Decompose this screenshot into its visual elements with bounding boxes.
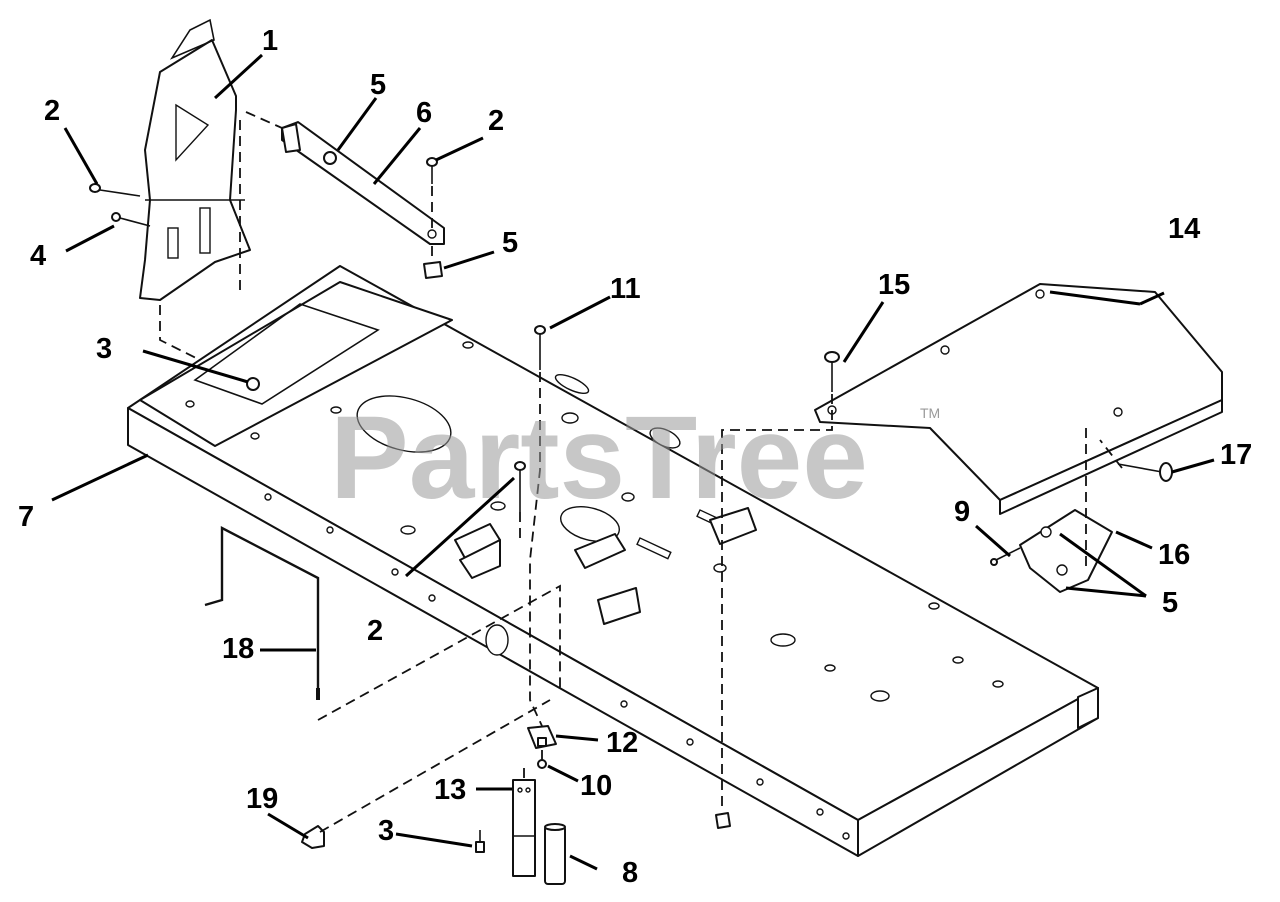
seat-bracket[interactable] xyxy=(139,18,251,301)
bolt-3-lower[interactable] xyxy=(475,830,485,853)
main-frame[interactable] xyxy=(127,265,1099,857)
callout-17: 17 xyxy=(1220,439,1252,471)
callout-9: 9 xyxy=(954,496,970,528)
callout-19: 19 xyxy=(246,783,278,815)
callout-2: 2 xyxy=(488,105,504,137)
bolt-17[interactable] xyxy=(1117,462,1173,482)
callout-5: 5 xyxy=(502,227,518,259)
callout-16: 16 xyxy=(1158,539,1190,571)
callout-10: 10 xyxy=(580,770,612,802)
leader-lines xyxy=(51,53,1215,871)
callout-8: 8 xyxy=(622,857,638,889)
hinge-bracket[interactable] xyxy=(1019,509,1113,593)
brace[interactable] xyxy=(281,121,445,245)
rod-18[interactable] xyxy=(204,526,320,700)
callout-5: 5 xyxy=(1162,587,1178,619)
callout-3: 3 xyxy=(378,815,394,847)
callout-labels: 1 2 2 2 3 3 4 5 5 5 6 7 8 9 10 11 12 13 … xyxy=(18,25,1252,889)
nut-5-lower[interactable] xyxy=(715,812,731,829)
callout-3: 3 xyxy=(96,333,112,365)
callout-6: 6 xyxy=(416,97,432,129)
watermark-trademark: TM xyxy=(920,405,940,421)
nut-10[interactable] xyxy=(537,759,547,769)
callout-1: 1 xyxy=(262,25,278,57)
spacer-13[interactable] xyxy=(512,779,536,877)
bolt-2-frame[interactable] xyxy=(514,461,526,512)
assembly-lines xyxy=(159,111,1123,833)
switch-12[interactable] xyxy=(527,725,557,749)
callout-2: 2 xyxy=(44,95,60,127)
brace-hardware[interactable] xyxy=(89,151,443,391)
callout-2: 2 xyxy=(367,615,383,647)
callout-4: 4 xyxy=(30,240,46,272)
watermark-brand: PartsTree xyxy=(330,392,868,524)
callout-15: 15 xyxy=(878,269,910,301)
discharge-shield[interactable] xyxy=(814,283,1223,515)
latch-19[interactable] xyxy=(301,825,325,849)
watermark: PartsTree TM xyxy=(330,392,940,524)
callout-18: 18 xyxy=(222,633,254,665)
callout-11: 11 xyxy=(610,273,641,305)
sleeve-8[interactable] xyxy=(544,823,566,885)
callout-12: 12 xyxy=(606,727,638,759)
bolt-11[interactable] xyxy=(534,325,546,370)
callout-7: 7 xyxy=(18,501,34,533)
callout-14: 14 xyxy=(1168,213,1200,245)
callout-13: 13 xyxy=(434,774,466,806)
callout-5: 5 xyxy=(370,69,386,101)
carriage-bolt-15[interactable] xyxy=(824,351,840,392)
